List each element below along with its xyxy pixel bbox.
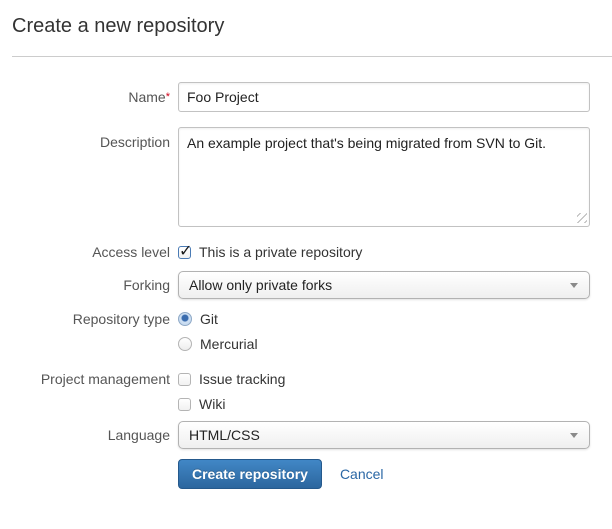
name-row: Name* — [0, 82, 612, 112]
repository-type-label: Repository type — [72, 311, 170, 327]
issue-tracking-label: Issue tracking — [199, 371, 286, 387]
git-radio[interactable] — [178, 312, 192, 326]
forking-selected-value: Allow only private forks — [189, 277, 333, 293]
name-label: Name* — [128, 89, 170, 105]
language-row: Language HTML/CSS — [0, 421, 612, 449]
forking-label: Forking — [123, 277, 170, 293]
mercurial-radio[interactable] — [178, 337, 192, 351]
mercurial-radio-label: Mercurial — [200, 336, 258, 352]
language-label: Language — [107, 427, 170, 443]
create-repository-form: Name* Description An example project tha… — [0, 82, 612, 489]
issue-tracking-checkbox[interactable] — [178, 372, 191, 386]
access-level-row: Access level This is a private repositor… — [0, 241, 612, 261]
create-repository-button[interactable]: Create repository — [178, 459, 322, 489]
actions-row: Create repository Cancel — [0, 459, 612, 489]
repository-type-row: Repository type Git Mercurial — [0, 310, 612, 353]
project-management-row: Project management Issue tracking Wiki — [0, 370, 612, 413]
project-management-label: Project management — [40, 371, 170, 387]
chevron-down-icon — [570, 283, 578, 288]
wiki-checkbox[interactable] — [178, 397, 191, 411]
access-level-label: Access level — [92, 244, 170, 260]
chevron-down-icon — [570, 433, 578, 438]
required-asterisk: * — [165, 91, 170, 103]
private-repository-checkbox[interactable] — [178, 241, 192, 261]
language-select[interactable]: HTML/CSS — [178, 421, 590, 449]
page-title: Create a new repository — [12, 15, 225, 37]
cancel-link[interactable]: Cancel — [339, 466, 384, 482]
textarea-resize-handle[interactable] — [577, 213, 587, 223]
description-label: Description — [99, 134, 170, 150]
name-input[interactable] — [178, 82, 590, 112]
header-divider — [12, 56, 612, 57]
forking-row: Forking Allow only private forks — [0, 271, 612, 299]
private-repository-label: This is a private repository — [199, 244, 363, 260]
description-row: Description An example project that's be… — [0, 127, 612, 227]
wiki-label: Wiki — [199, 396, 226, 412]
git-radio-label: Git — [200, 311, 218, 327]
language-selected-value: HTML/CSS — [189, 427, 260, 443]
forking-select[interactable]: Allow only private forks — [178, 271, 590, 299]
description-textarea[interactable]: An example project that's being migrated… — [178, 127, 590, 227]
